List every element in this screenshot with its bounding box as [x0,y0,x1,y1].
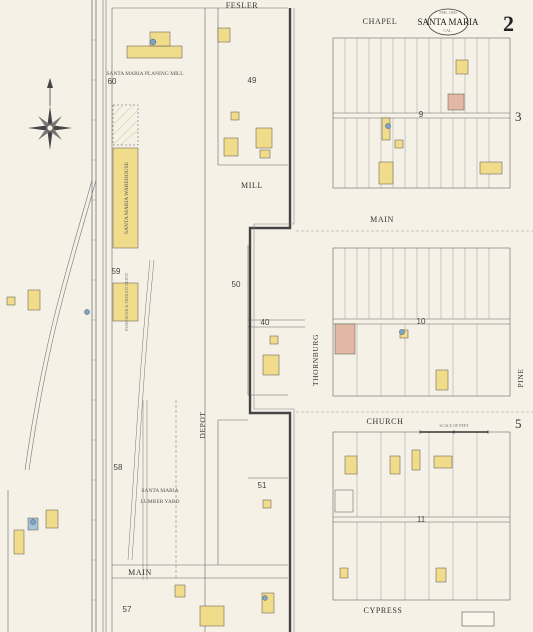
street-thornburg: THORNBURG [311,334,320,386]
hatched-yard [112,104,139,146]
city-blocks-east [332,37,511,601]
street-main-lower: MAIN [128,568,152,577]
street-church: CHURCH [367,417,404,426]
scale-label: SCALE OF FEET [439,423,469,428]
block-59: 59 [112,267,121,276]
block-11: 11 [417,515,426,524]
label-planing-mill: SANTA MARIA PLANING MILL [106,71,184,77]
sheet-date: FEB. 1890 [439,10,456,15]
city-limits-boundary [248,8,292,632]
compass-rose-icon [28,78,72,150]
block-57: 57 [123,605,132,614]
block-50: 50 [232,280,241,289]
block-10: 10 [417,317,426,326]
label-lumber-yard-2: LUMBER YARD [140,499,179,505]
page-number: 2 [503,11,514,36]
street-depot: DEPOT [198,411,207,438]
block-49: 49 [248,76,257,85]
label-freight-depot: PASSENGER & FREIGHT DEPOT [124,272,129,331]
label-lumber-yard-1: SANTA MARIA [141,488,178,494]
lot-lines [344,38,490,600]
street-fesler: FESLER [226,1,259,10]
track-ties [91,39,97,601]
railroad-tracks [24,0,177,632]
sheet-state: CAL. [444,28,453,33]
street-pine: PINE [516,368,525,387]
buildings [6,27,503,627]
sheet-city: SANTA MARIA [417,17,479,27]
block-60: 60 [108,77,117,86]
title-cartouche: FEB. 1890 SANTA MARIA CAL. [417,8,479,36]
adjoining-sheet-top: 3 [515,109,522,124]
block-9: 9 [419,110,424,119]
scale-bar: SCALE OF FEET [419,423,489,434]
block-58: 58 [114,463,123,472]
legend-box [461,611,495,627]
block-40: 40 [261,318,270,327]
street-chapel: CHAPEL [363,17,398,26]
street-cypress: CYPRESS [364,606,403,615]
street-mill: MILL [241,181,263,190]
water-main-dashes [296,230,533,413]
adjoining-sheet-bottom: 5 [515,416,522,431]
label-warehouse: SANTA MARIA WAREHOUSE [124,161,130,234]
street-main-upper: MAIN [370,215,394,224]
water-hydrants [30,38,405,601]
block-51: 51 [258,481,267,490]
property-lines [7,7,305,632]
